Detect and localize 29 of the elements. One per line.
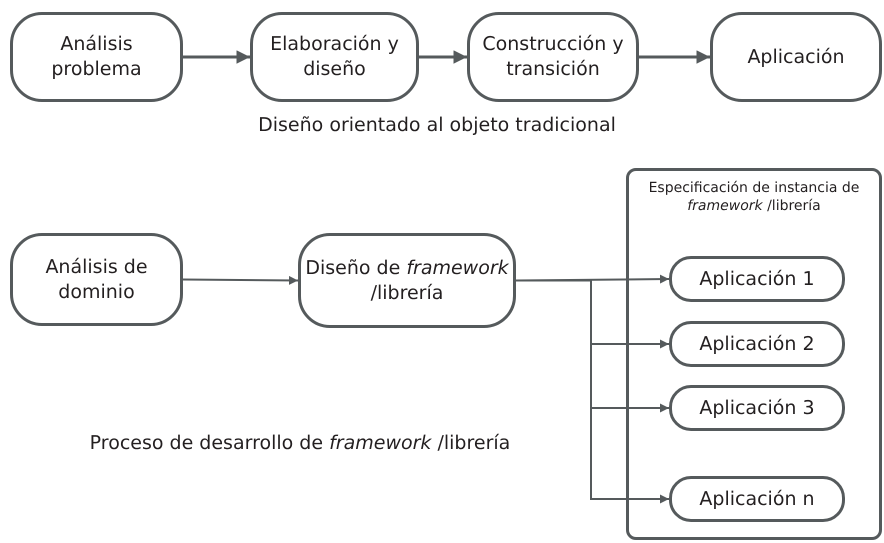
arrow xyxy=(419,50,467,64)
process-box xyxy=(669,321,845,367)
node-label: Análisis de dominio xyxy=(44,254,149,304)
arrow xyxy=(183,50,250,64)
node-label: Análisis problema xyxy=(50,32,143,82)
process-box xyxy=(669,385,845,431)
node-label: Aplicación xyxy=(747,44,845,70)
group-panel xyxy=(626,168,882,540)
node-label: Aplicación 2 xyxy=(699,332,815,356)
panel-heading: Especificación de instancia de framework /librería xyxy=(648,179,860,216)
node-label: Aplicación 1 xyxy=(699,266,815,292)
caption: Diseño orientado al objeto tradicional xyxy=(257,113,617,138)
process-box xyxy=(10,12,183,102)
process-box xyxy=(669,256,845,302)
node-label: Construcción y transición xyxy=(481,32,625,82)
process-box xyxy=(250,12,419,102)
node-label: Aplicación n xyxy=(699,486,815,512)
node-label: Elaboración y diseño xyxy=(269,32,400,82)
process-box xyxy=(710,12,882,102)
node-label: Aplicación 3 xyxy=(699,396,815,420)
arrow xyxy=(516,280,669,504)
arrow xyxy=(182,276,298,285)
arrow xyxy=(639,50,710,64)
process-box xyxy=(669,476,845,522)
process-box xyxy=(467,12,639,102)
process-box xyxy=(10,233,183,326)
process-box xyxy=(298,233,516,328)
caption: Proceso de desarrollo de framework /librería xyxy=(88,431,512,456)
node-label: Diseño de framework /librería xyxy=(304,256,510,306)
